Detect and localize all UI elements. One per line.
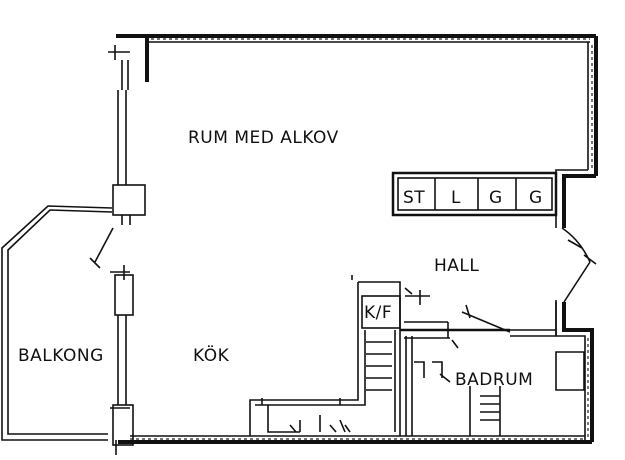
outer-walls — [89, 34, 598, 455]
balcony-door-swing — [94, 227, 114, 263]
left-ticks — [108, 45, 130, 455]
kitchen-fixtures — [249, 275, 430, 436]
balcony-door-tick — [89, 257, 101, 269]
right-wall-step — [562, 174, 596, 228]
room-label-hall: HALL — [434, 256, 479, 276]
bathroom-sink — [414, 361, 443, 378]
right-wall-step-inner — [555, 169, 588, 228]
room-label-kitchen: KÖK — [193, 344, 230, 366]
room-label-living: RUM MED ALKOV — [188, 128, 339, 148]
fridge-ticks — [351, 275, 430, 305]
storage-label-g1: G — [489, 188, 503, 208]
balcony-outline — [1, 205, 113, 441]
room-label-bathroom: BADRUM — [455, 370, 533, 390]
storage-label-l: L — [451, 188, 461, 208]
bathroom-partition — [405, 336, 413, 436]
storage-label-g2: G — [529, 188, 543, 208]
left-wall-facade — [117, 90, 127, 185]
storage-frame-inner — [397, 177, 553, 211]
kitchen-counter — [249, 281, 401, 436]
left-wall-window-frame — [121, 60, 129, 90]
column-lower — [114, 274, 134, 316]
bathroom-tub — [555, 351, 585, 391]
storage-closets: ST L G G — [391, 171, 558, 217]
left-wall-facade-lower — [117, 315, 127, 405]
storage-frame — [391, 171, 558, 217]
column-upper — [112, 184, 146, 216]
right-wall-lower — [562, 302, 594, 442]
balcony-rail — [1, 205, 113, 441]
room-label-balcony: BALKONG — [18, 346, 104, 366]
bathroom-ticks — [439, 339, 459, 383]
entrance-door-ticks — [567, 239, 597, 265]
room-label-fridge: K/F — [364, 303, 392, 323]
entrance-door — [561, 227, 597, 303]
entrance-door-leaf — [563, 261, 591, 303]
right-wall-lower-inner — [555, 302, 586, 440]
room-labels: RUM MED ALKOV HALL KÖK BALKONG BADRUM K/… — [18, 128, 533, 390]
bathroom-door-tick — [465, 304, 471, 319]
storage-label-st: ST — [403, 188, 425, 208]
column-upper-detail — [121, 215, 131, 225]
bathroom-door — [461, 300, 557, 337]
bathroom-shower — [469, 386, 501, 436]
column-bottom — [112, 404, 134, 446]
kitchen-stairs — [366, 341, 392, 391]
balcony-rail-inner — [7, 209, 113, 435]
kitchen-counter-inner — [255, 330, 396, 432]
kitchen-ticks — [289, 424, 351, 433]
bathroom-fixtures — [400, 300, 585, 436]
kitchen-counter-detail — [261, 398, 346, 433]
